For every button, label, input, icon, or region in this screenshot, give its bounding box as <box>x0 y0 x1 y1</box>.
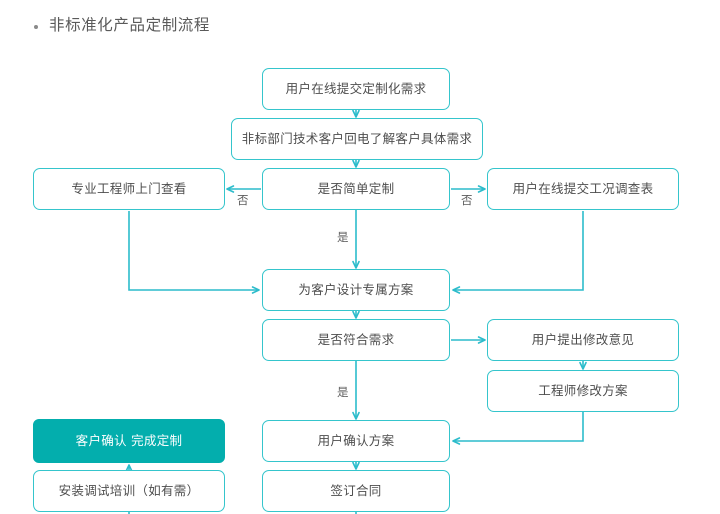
node-label: 是否简单定制 <box>317 181 395 197</box>
node-label: 签订合同 <box>330 483 382 499</box>
node-label: 安装调试培训（如有需） <box>58 483 200 499</box>
node-label: 为客户设计专属方案 <box>298 282 414 298</box>
page-title: 非标准化产品定制流程 <box>34 16 211 34</box>
page-title-text: 非标准化产品定制流程 <box>49 16 211 34</box>
edge-label-no-right: 否 <box>461 193 473 207</box>
node-design-solution[interactable]: 为客户设计专属方案 <box>262 269 450 311</box>
node-install-debug-training[interactable]: 安装调试培训（如有需） <box>33 470 225 512</box>
node-engineer-revise-plan[interactable]: 工程师修改方案 <box>487 370 679 412</box>
node-label: 是否符合需求 <box>317 332 395 348</box>
node-label: 用户确认方案 <box>317 433 395 449</box>
node-label: 用户在线提交工况调查表 <box>512 181 654 197</box>
node-label: 用户在线提交定制化需求 <box>285 81 427 97</box>
edge-label-yes-top: 是 <box>337 230 349 244</box>
node-label: 客户确认 完成定制 <box>75 433 183 449</box>
node-label: 用户提出修改意见 <box>531 332 635 348</box>
node-user-confirm-plan[interactable]: 用户确认方案 <box>262 420 450 462</box>
edge-n3-n6 <box>128 211 260 294</box>
edge-n9-n11 <box>452 412 584 445</box>
edge-label-yes-bottom: 是 <box>337 385 349 399</box>
node-decision-simple-custom[interactable]: 是否简单定制 <box>262 168 450 210</box>
node-engineer-onsite[interactable]: 专业工程师上门查看 <box>33 168 225 210</box>
node-dept-callback[interactable]: 非标部门技术客户回电了解客户具体需求 <box>231 118 483 160</box>
node-label: 非标部门技术客户回电了解客户具体需求 <box>241 131 473 147</box>
edge-n5-n6 <box>452 211 584 294</box>
node-user-revision-feedback[interactable]: 用户提出修改意见 <box>487 319 679 361</box>
node-label: 工程师修改方案 <box>538 383 628 399</box>
node-label: 专业工程师上门查看 <box>71 181 187 197</box>
node-sign-contract[interactable]: 签订合同 <box>262 470 450 512</box>
node-decision-meets-requirement[interactable]: 是否符合需求 <box>262 319 450 361</box>
edge-label-no-left: 否 <box>237 193 249 207</box>
bullet-icon <box>34 24 38 29</box>
node-submit-survey-form[interactable]: 用户在线提交工况调查表 <box>487 168 679 210</box>
node-customer-confirm-complete[interactable]: 客户确认 完成定制 <box>33 419 225 463</box>
node-user-submit-request[interactable]: 用户在线提交定制化需求 <box>262 68 450 110</box>
